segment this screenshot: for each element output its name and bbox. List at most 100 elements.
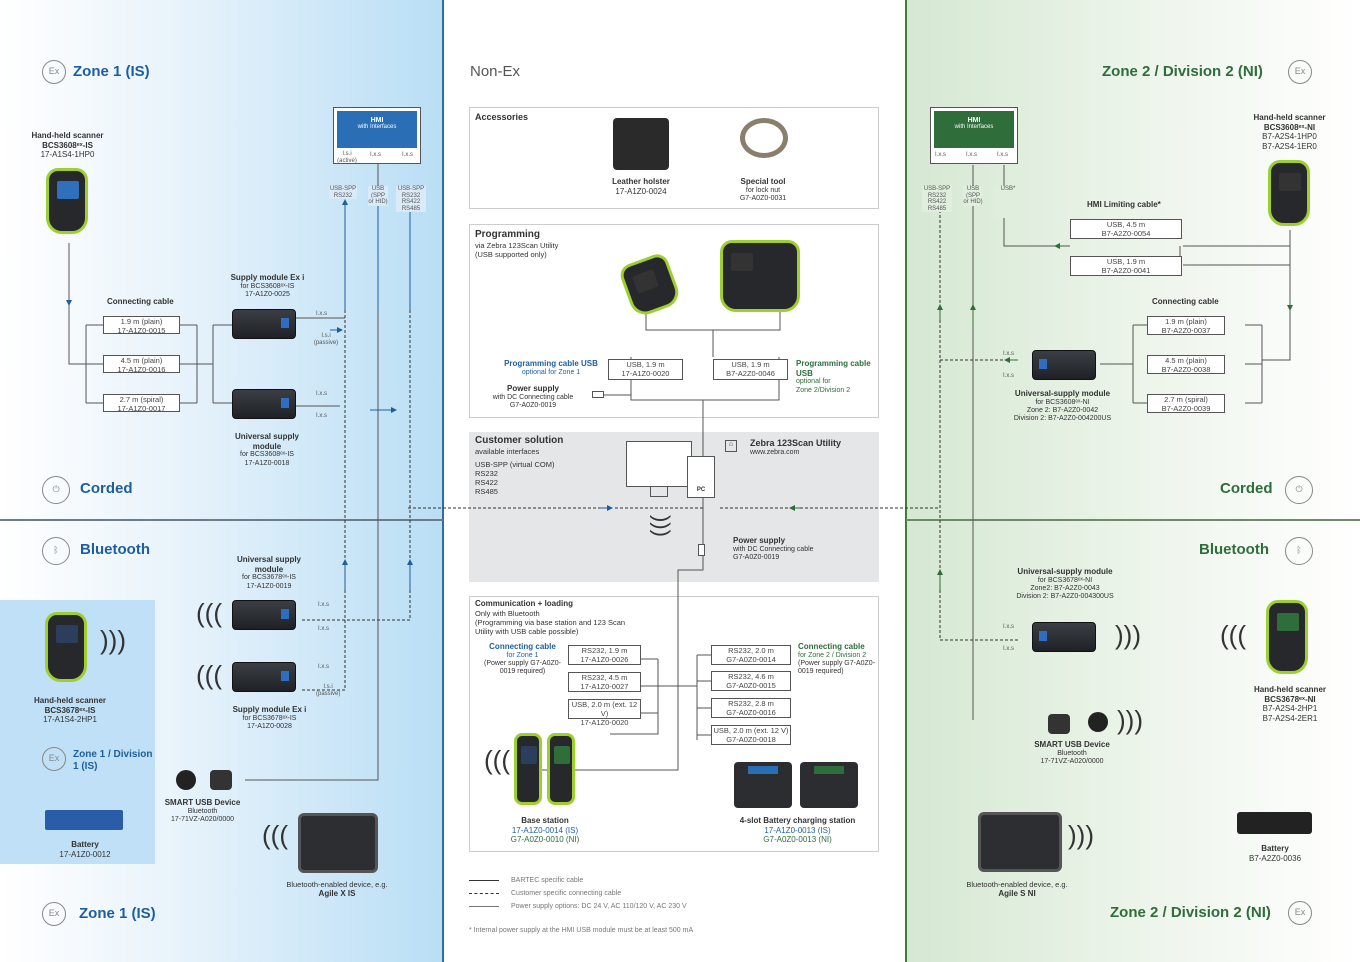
- left-tablet-label: Bluetooth-enabled device, e.g. Agile X I…: [282, 880, 392, 899]
- charger-pn: G7-A0Z0-0013 (NI): [763, 835, 832, 845]
- interface-item: RS422: [475, 478, 498, 487]
- zebra-url: www.zebra.com: [750, 448, 800, 456]
- nonex-title: Non-Ex: [470, 63, 521, 80]
- comm-title: Communication + loading: [475, 599, 574, 608]
- charger-label: 4-slot Battery charging station 17-A1Z0-…: [720, 816, 875, 845]
- module-pn: Division 2: B7-A2Z0-004300US: [1016, 593, 1114, 601]
- port-label: I.x.s: [318, 602, 330, 608]
- module-for: for BCS3608ᵉˣ-IS: [240, 451, 294, 459]
- left-supply-exi-label: Supply module Ex i for BCS3608ᵉˣ-IS 17-A…: [220, 273, 315, 299]
- corded-bt-separator-left: [0, 519, 443, 521]
- tablet-name: Agile X IS: [318, 889, 356, 898]
- ps-sub: with DC Connecting cable: [733, 545, 814, 553]
- module-pn: 17-A1Z0-0025: [245, 290, 290, 298]
- ps-label: Power supply with DC Connecting cable G7…: [473, 384, 593, 410]
- wireless-icon: (((: [196, 660, 222, 690]
- charger-pn: 17-A1Z0-0013 (IS): [764, 825, 831, 835]
- cable-length: USB, 1.9 m: [731, 360, 770, 369]
- customer-heading: Customer solution available interfaces U…: [475, 435, 563, 496]
- tablet-title: Bluetooth-enabled device, e.g.: [966, 880, 1068, 889]
- cable-pn: B7-A2Z0-0039: [1161, 404, 1211, 413]
- scanner-model: BCS3608ᵉˣ-NI: [1263, 122, 1316, 132]
- module-title: Universal-supply module: [1017, 567, 1113, 576]
- tool-sub: for lock nut: [745, 186, 781, 194]
- cable-length: USB, 4.5 m: [1106, 220, 1146, 229]
- port-label: I.x.s: [318, 626, 330, 632]
- cable-length: USB, 1.9 m: [1106, 257, 1146, 266]
- base-station-1: [514, 733, 542, 805]
- right-battery-label: Battery B7-A2Z0-0036: [1230, 844, 1320, 863]
- charger-title: 4-slot Battery charging station: [739, 816, 856, 825]
- cable-pn: G7-A0Z0-0014: [726, 655, 776, 664]
- hmi-iface: USB (SPP or HID): [368, 186, 388, 206]
- accessories-title: Accessories: [475, 112, 529, 122]
- programming-sub: (USB supported only): [475, 250, 547, 259]
- legend: BARTEC specific cable Customer specific …: [469, 874, 687, 913]
- wireless-icon: (((: [262, 820, 288, 850]
- hmi-port: I.s.i (active): [337, 151, 357, 164]
- smart-usb-dongle: [1048, 714, 1070, 734]
- hmi-iface: USB (SPP or HID): [963, 186, 983, 206]
- smart-pn: 17-71VZ-A020/0000: [1040, 757, 1104, 765]
- comm-sub: (Programming via base station and 123 Sc…: [475, 617, 626, 627]
- module-title: Supply module Ex i: [232, 705, 307, 714]
- bluetooth-icon: ᛒ: [1285, 537, 1313, 565]
- cc-left-label: Connecting cable for Zone 1 (Power suppl…: [480, 642, 565, 677]
- zone1-bottom-title: Zone 1 (IS): [79, 905, 156, 922]
- scanner-bcs3678-ni: [1266, 600, 1308, 674]
- base-pn: G7-A0Z0-0010 (NI): [510, 835, 580, 845]
- port-label: I.x.s: [318, 664, 330, 670]
- corded-bt-separator-right: [906, 519, 1360, 521]
- cc-left-3: USB, 2.0 m (ext. 12 V)17-A1Z0-0020: [568, 699, 641, 727]
- scanner-pn: B7-A2S4-1HP0: [1262, 132, 1317, 142]
- limit-title: HMI Limiting cable*: [1087, 200, 1161, 209]
- right-conn-cable-title: Connecting cable: [1152, 297, 1219, 306]
- special-tool-image: [740, 118, 788, 158]
- left-smart-label: SMART USB Device Bluetooth 17-71VZ-A020/…: [160, 798, 245, 824]
- pc-label: PC: [696, 487, 706, 493]
- cable-pn: B7-A2Z0-0038: [1161, 365, 1211, 374]
- tablet-agile-s: [978, 812, 1062, 872]
- cable-length: RS232, 2.8 m: [728, 699, 774, 708]
- zone2-bottom-title: Zone 2 / Division 2 (NI): [1110, 904, 1271, 921]
- cc-ps: (Power supply G7-A0Z0-0019 required): [483, 659, 562, 676]
- right-tablet-label: Bluetooth-enabled device, e.g. Agile S N…: [962, 880, 1072, 899]
- port-label: I.x.s: [1003, 646, 1015, 652]
- zone1-div1-label: Zone 1 / Division 1 (IS): [73, 749, 153, 772]
- left-battery-label: Battery 17-A1Z0-0012: [40, 840, 130, 859]
- cable-pn: B7-A2Z0-0054: [1101, 229, 1151, 238]
- module-title: Universal supply module: [236, 555, 302, 574]
- left-bt-usm-label: Universal supply module for BCS3678ᵉˣ-IS…: [224, 555, 314, 591]
- scanner-bcs3608-ni: [1268, 160, 1310, 226]
- cable-pn: B7-A2Z0-0037: [1161, 326, 1211, 335]
- cable-length: 2.7 m (spiral): [119, 395, 164, 404]
- universal-supply-module-ni: [1032, 350, 1096, 380]
- scanner-title: Hand-held scanner: [33, 696, 106, 705]
- smart-sub: Bluetooth: [1057, 749, 1087, 757]
- scanner-programming-2: [720, 240, 800, 312]
- cable-pn: 17-A1Z0-0026: [580, 655, 629, 664]
- pc-tower: PC: [687, 456, 715, 498]
- comm-sub: Utility with USB cable possible): [475, 626, 579, 636]
- battery-pn: B7-A2Z0-0036: [1248, 853, 1302, 863]
- hmi-iface: USB-SPP RS232 RS422 RS485: [396, 186, 426, 213]
- bt-supply-module-exi: [232, 662, 296, 692]
- smart-pn: 17-71VZ-A020/0000: [170, 815, 235, 823]
- zone2-divider: [905, 0, 907, 962]
- hmi-port: I.x.s: [370, 152, 382, 158]
- bluetooth-title-right: Bluetooth: [1199, 541, 1269, 558]
- interface-item: USB-SPP (virtual COM): [475, 460, 555, 469]
- smart-usb-device: [1088, 712, 1108, 732]
- cable-pn: G7-A0Z0-0016: [726, 708, 776, 717]
- scanner-pn: 17-A1S4-2HP1: [43, 715, 97, 725]
- tablet-agile-x: [298, 813, 378, 873]
- scanner-model: BCS3678ᵉˣ-NI: [1264, 694, 1316, 704]
- port-label: I.x.s: [316, 391, 328, 397]
- ps-pn: G7-A0Z0-0019: [509, 401, 557, 409]
- hmi-port: I.x.s: [997, 152, 1009, 158]
- cable-length: RS232, 2.0 m: [728, 646, 774, 655]
